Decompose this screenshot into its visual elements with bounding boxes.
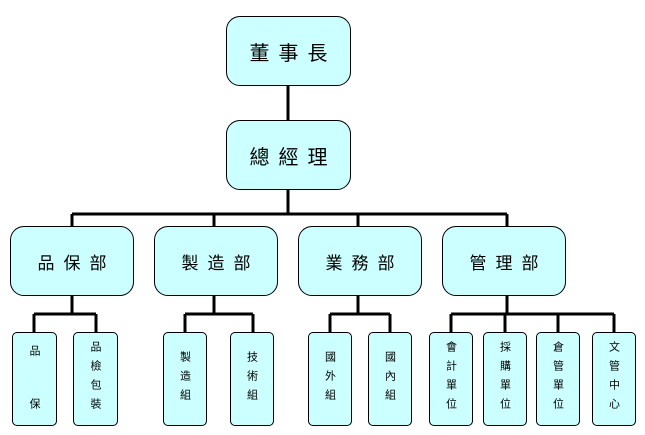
unit-domestic-team: 國內組 bbox=[368, 332, 412, 426]
unit-production-team: 製造組 bbox=[163, 332, 207, 426]
unit-quality-assurance: 品 保 bbox=[12, 332, 57, 426]
general-manager-box: 總經理 bbox=[226, 120, 351, 190]
unit-qa-bottom-char: 保 bbox=[28, 398, 41, 417]
unit-international-team: 國外組 bbox=[308, 332, 352, 426]
unit-warehouse: 倉管單位 bbox=[536, 332, 580, 426]
unit-technical-team: 技術組 bbox=[230, 332, 274, 426]
department-administration: 管理部 bbox=[442, 226, 566, 296]
unit-accounting: 會計單位 bbox=[429, 332, 473, 426]
department-sales: 業務部 bbox=[298, 226, 422, 296]
department-manufacturing: 製造部 bbox=[154, 226, 278, 296]
department-quality-assurance: 品保部 bbox=[10, 226, 134, 296]
unit-inspection-packing: 品檢包裝 bbox=[73, 332, 118, 426]
unit-qa-top-char: 品 bbox=[28, 345, 41, 364]
unit-purchasing: 採購單位 bbox=[483, 332, 527, 426]
unit-document-center: 文管中心 bbox=[592, 332, 636, 426]
chairman-box: 董事長 bbox=[226, 16, 351, 86]
